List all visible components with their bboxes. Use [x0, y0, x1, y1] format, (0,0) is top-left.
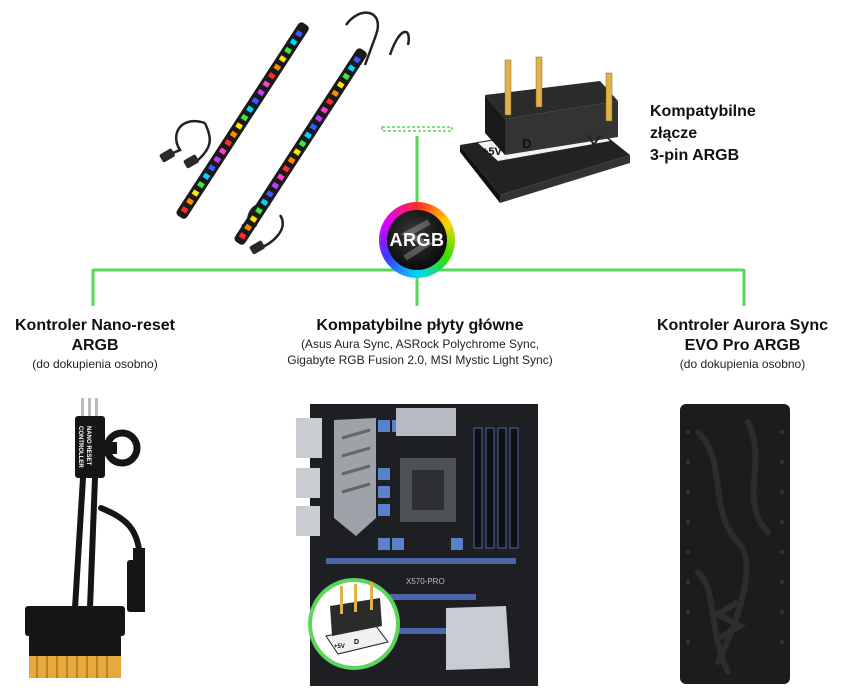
led-dot — [325, 97, 334, 106]
device-text-2: CONTROLLER — [77, 426, 83, 468]
led-dot — [289, 38, 298, 46]
right-item-note: (do dokupienia osobno) — [679, 357, 806, 371]
led-dot — [244, 223, 252, 232]
right-item-text: Kontroler Aurora Sync EVO Pro ARGB (do d… — [635, 316, 850, 372]
led-dot — [271, 181, 280, 190]
mini-pin-5v: +5V — [334, 644, 345, 650]
led-dot — [260, 198, 269, 207]
led-dot — [240, 113, 249, 122]
led-dot — [282, 165, 291, 173]
led-dot — [249, 215, 258, 223]
led-dot — [347, 64, 356, 72]
connector-label: Kompatybilne złącze 3-pin ARGB — [650, 101, 800, 167]
led-dot — [218, 147, 227, 155]
led-dot — [251, 97, 260, 105]
led-dot — [180, 206, 189, 214]
led-dot — [287, 156, 296, 165]
led-dot — [284, 46, 292, 55]
led-dot — [186, 197, 194, 206]
led-dot — [257, 88, 265, 97]
led-dot — [315, 114, 323, 123]
led-dot — [197, 180, 205, 189]
led-dot — [224, 139, 233, 147]
right-item-title-line-1: Kontroler Aurora Sync — [657, 317, 828, 334]
argb-badge-label: ARGB — [389, 229, 445, 250]
center-item-text: Kompatybilne płyty główne (Asus Aura Syn… — [240, 316, 600, 368]
led-dot — [262, 80, 271, 88]
nano-reset-controller-image: NANO RESET CONTROLLER — [25, 398, 145, 678]
led-dot — [295, 30, 303, 38]
led-dot — [255, 206, 263, 215]
left-item-title-line-2: ARGB — [71, 337, 119, 354]
led-dot — [331, 89, 340, 98]
led-dot — [293, 148, 301, 156]
led-dot — [309, 123, 318, 131]
left-item-text: Kontroler Nano-reset ARGB (do dokupienia… — [0, 316, 190, 372]
led-dot — [265, 190, 274, 198]
connector-pin-5v: +5V — [482, 146, 503, 158]
led-dot — [304, 131, 312, 139]
led-dot — [353, 56, 361, 64]
led-dot — [267, 71, 276, 80]
led-dot — [235, 122, 243, 130]
aurora-sync-controller-image — [680, 404, 790, 684]
center-item-note-line-2: Gigabyte RGB Fusion 2.0, MSI Mystic Ligh… — [287, 353, 553, 367]
led-dot — [213, 155, 222, 164]
device-text-1: NANO RESET — [85, 426, 91, 466]
led-dot — [191, 189, 200, 197]
led-dot — [320, 106, 329, 114]
led-dot — [278, 55, 287, 63]
brand-s-icon — [400, 219, 434, 261]
left-item-title-line-1: Kontroler Nano-reset — [14, 317, 176, 334]
connector-label-line-2: złącze — [650, 125, 698, 142]
led-dot — [246, 105, 254, 113]
argb-3pin-connector-image: +5V D — [460, 56, 630, 203]
mini-pin-d: D — [354, 639, 359, 646]
led-dot — [207, 164, 216, 172]
board-model: X570-PRO — [406, 577, 445, 586]
connector-label-line-1: Kompatybilne — [650, 103, 756, 120]
connector-label-line-3: 3-pin ARGB — [650, 147, 740, 164]
connector-pin-d: D — [522, 136, 531, 151]
led-dot — [229, 130, 238, 139]
led-dot — [298, 139, 307, 148]
led-dot — [202, 172, 211, 181]
led-dot — [342, 72, 350, 81]
argb-badge: ARGB — [379, 202, 455, 278]
led-dot — [336, 81, 345, 89]
center-item-note-line-1: (Asus Aura Sync, ASRock Polychrome Sync, — [300, 337, 540, 351]
center-item-title: Kompatybilne płyty główne — [316, 317, 524, 334]
right-item-title-line-2: EVO Pro ARGB — [684, 337, 801, 354]
led-dot — [276, 173, 285, 181]
led-dot — [238, 232, 247, 240]
led-dot — [273, 63, 282, 72]
motherboard-image: X570-PRO +5V D — [296, 404, 538, 686]
left-item-note: (do dokupienia osobno) — [32, 357, 158, 371]
led-strips-image — [159, 11, 411, 255]
